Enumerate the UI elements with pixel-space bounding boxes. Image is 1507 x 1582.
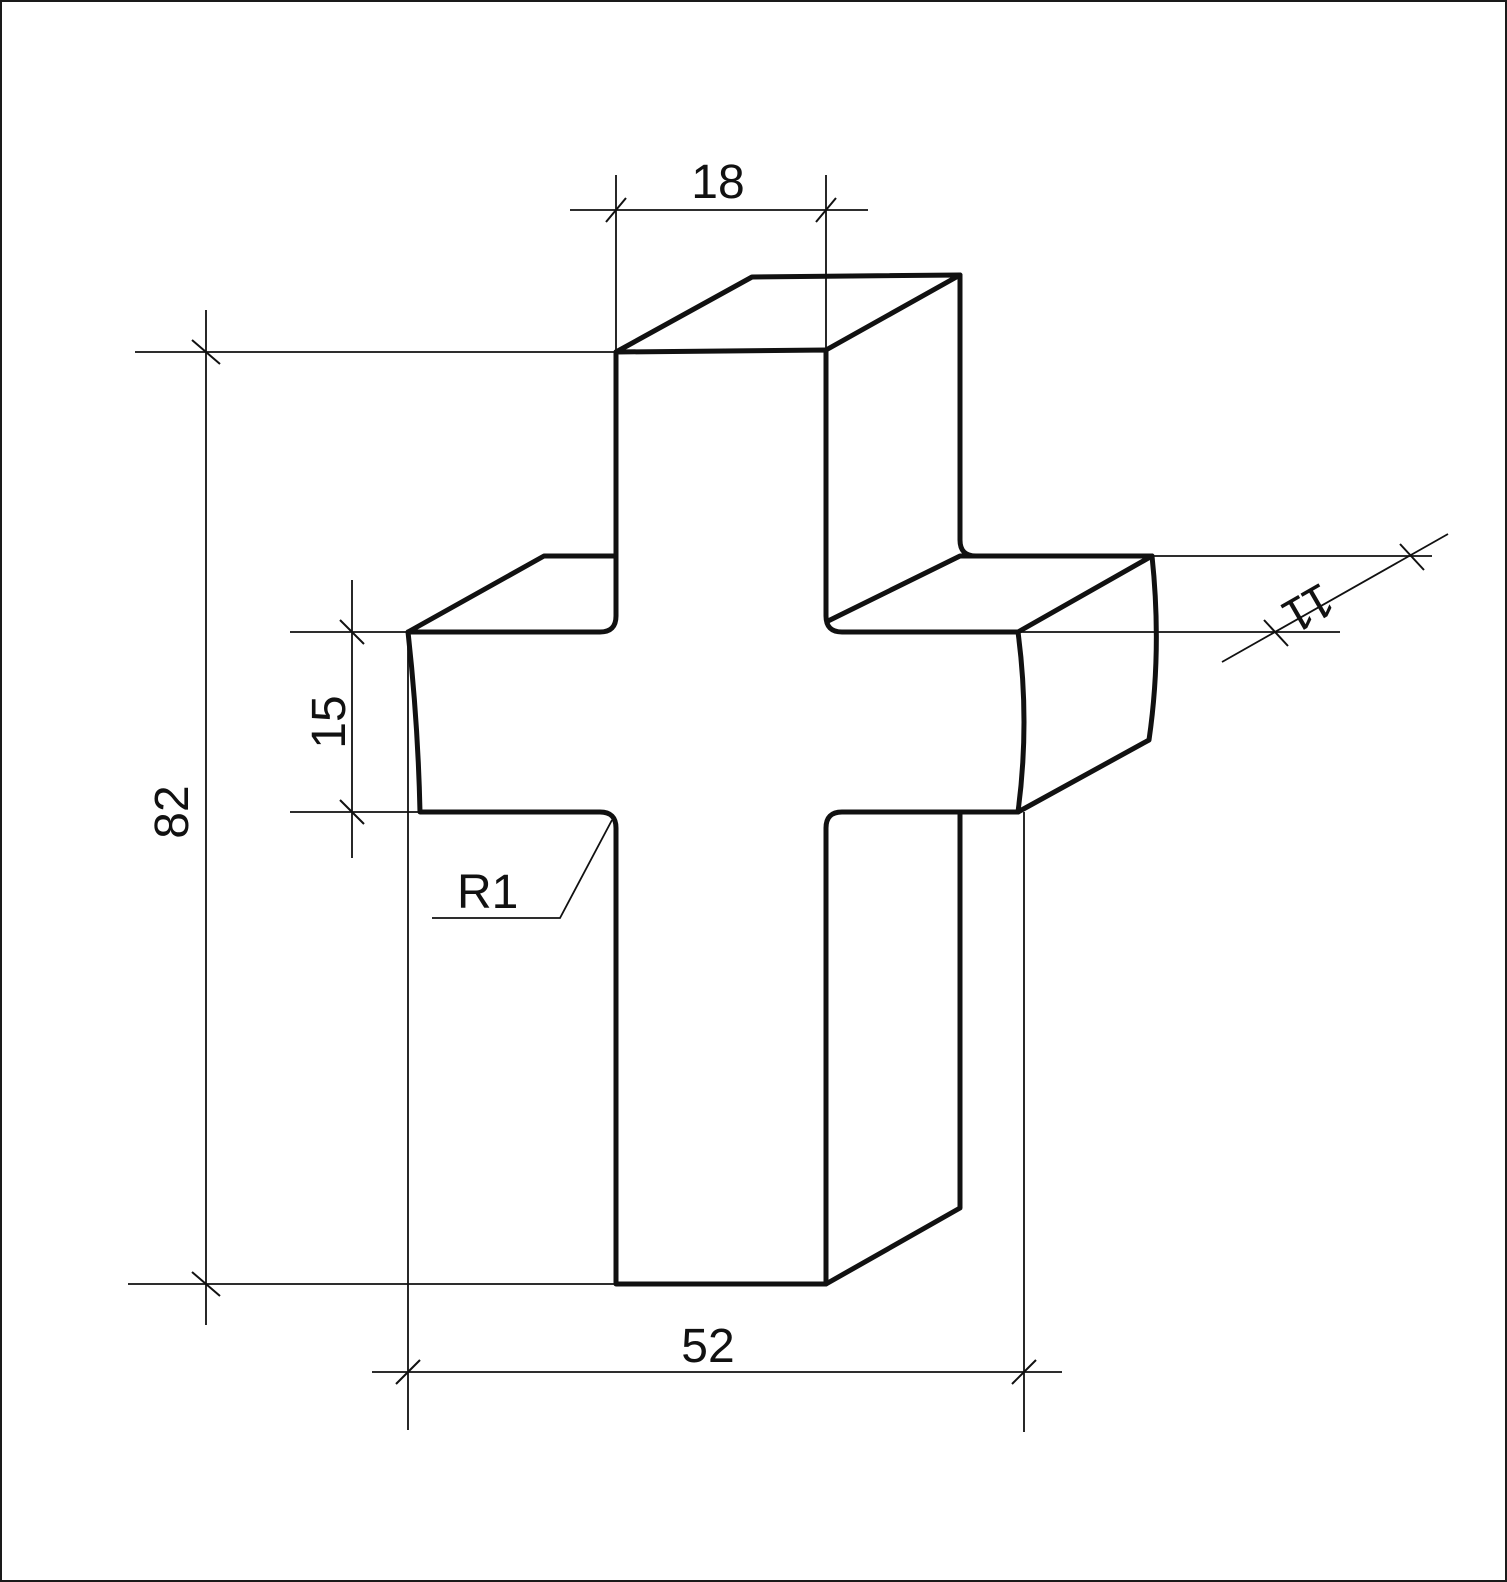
right-arm-end-face [1015,553,1159,815]
dimension-top-width: 18 [570,156,868,352]
top-face [613,272,963,355]
left-arm-top-face [405,553,619,635]
dimension-total-width-label: 52 [681,1320,734,1373]
dimension-arm-height-label: 15 [303,695,356,748]
dimension-total-width: 52 [372,632,1062,1432]
dimension-total-height-label: 82 [146,785,199,838]
fillet-radius-callout: R1 [432,819,613,919]
right-arm-top-face [823,553,1155,635]
fillet-radius-label: R1 [457,866,518,919]
dimension-top-width-label: 18 [691,156,744,209]
lower-side-face [823,809,963,1287]
dimension-arm-height: 15 [290,580,420,858]
dimension-total-height: 82 [128,310,616,1325]
